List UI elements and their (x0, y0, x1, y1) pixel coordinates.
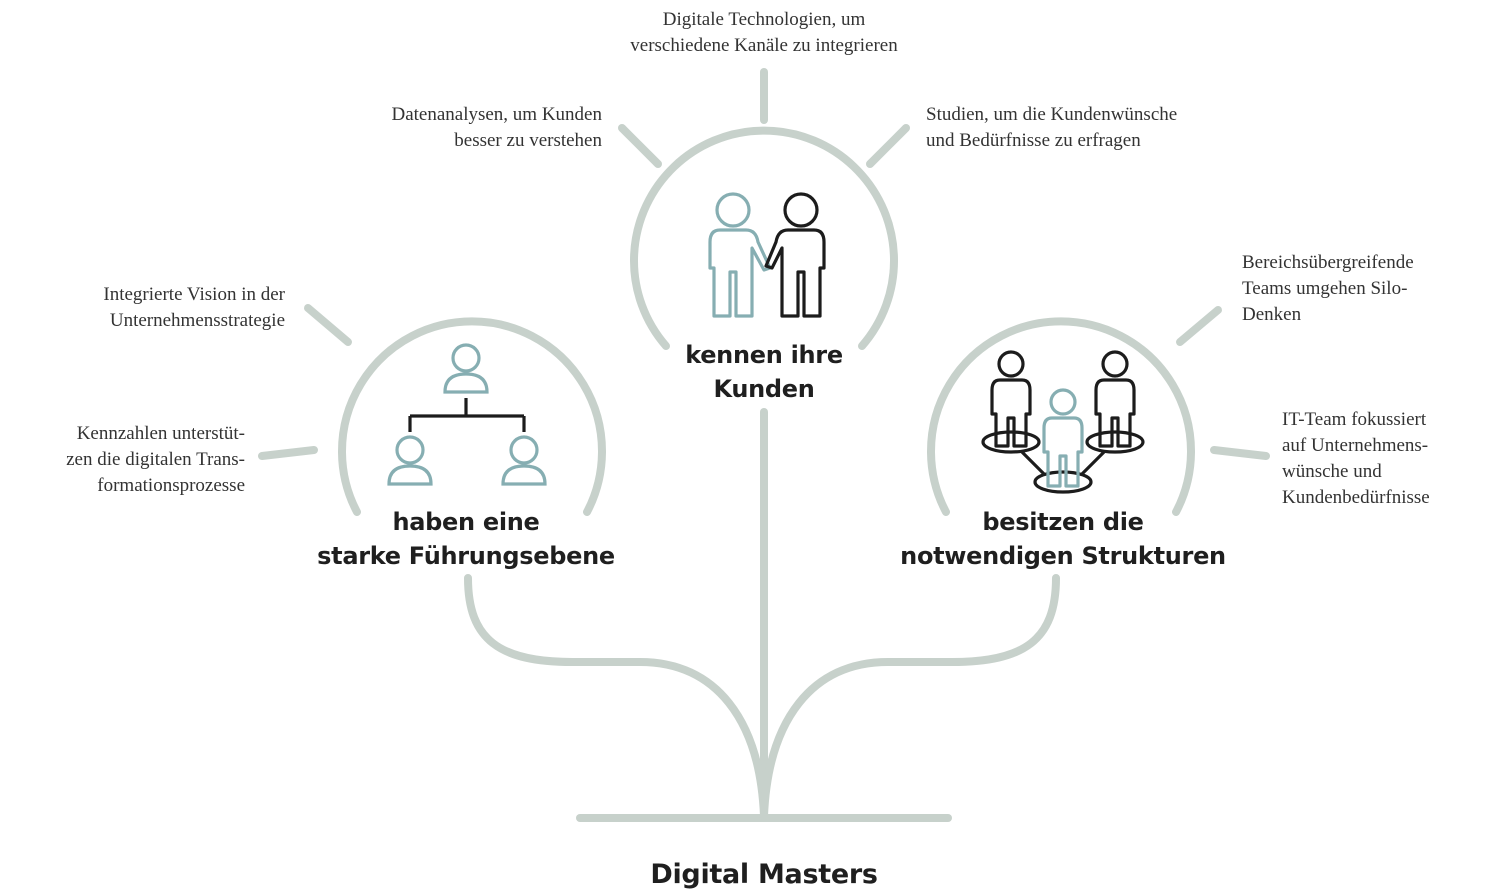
ray-center-right (866, 124, 910, 168)
note-customer-studies: Studien, um die Kundenwünsche und Bedürf… (926, 104, 1178, 151)
note-it-team: IT-Team fokussiert auf Unternehmens- wün… (1282, 409, 1430, 508)
note-digital-technologies: Digitale Technologien, um verschiedene K… (630, 9, 898, 56)
ray-left-upper (304, 304, 352, 346)
center-arc (630, 126, 898, 350)
ray-right-lower (1210, 446, 1270, 460)
note-key-figures: Kennzahlen unterstüt- zen die digitalen … (66, 423, 245, 496)
org-chart-icon (387, 343, 547, 486)
ray-right-upper (1176, 306, 1222, 346)
note-cross-functional-teams: Bereichsübergreifende Teams umgehen Silo… (1242, 252, 1414, 325)
holding-hands-people-icon (708, 192, 826, 318)
branch-title-customers: kennen ihre Kunden (685, 341, 843, 403)
note-integrated-vision: Integrierte Vision in der Unternehmensst… (103, 284, 285, 331)
connected-team-icon (981, 350, 1145, 494)
left-arc (338, 317, 606, 516)
left-branch-stem (464, 574, 768, 820)
note-data-analysis: Datenanalysen, um Kunden besser zu verst… (391, 104, 602, 151)
ray-left-lower (258, 446, 318, 460)
person-dark-icon (764, 192, 826, 318)
right-branch-stem (760, 574, 1060, 820)
ray-center-left (618, 124, 662, 168)
branch-title-structures: besitzen die notwendigen Strukturen (900, 508, 1226, 570)
branch-title-leadership: haben eine starke Führungsebene (317, 508, 615, 570)
right-arc (927, 317, 1195, 516)
root-title: Digital Masters (650, 859, 878, 890)
person-teal-icon (708, 192, 772, 318)
